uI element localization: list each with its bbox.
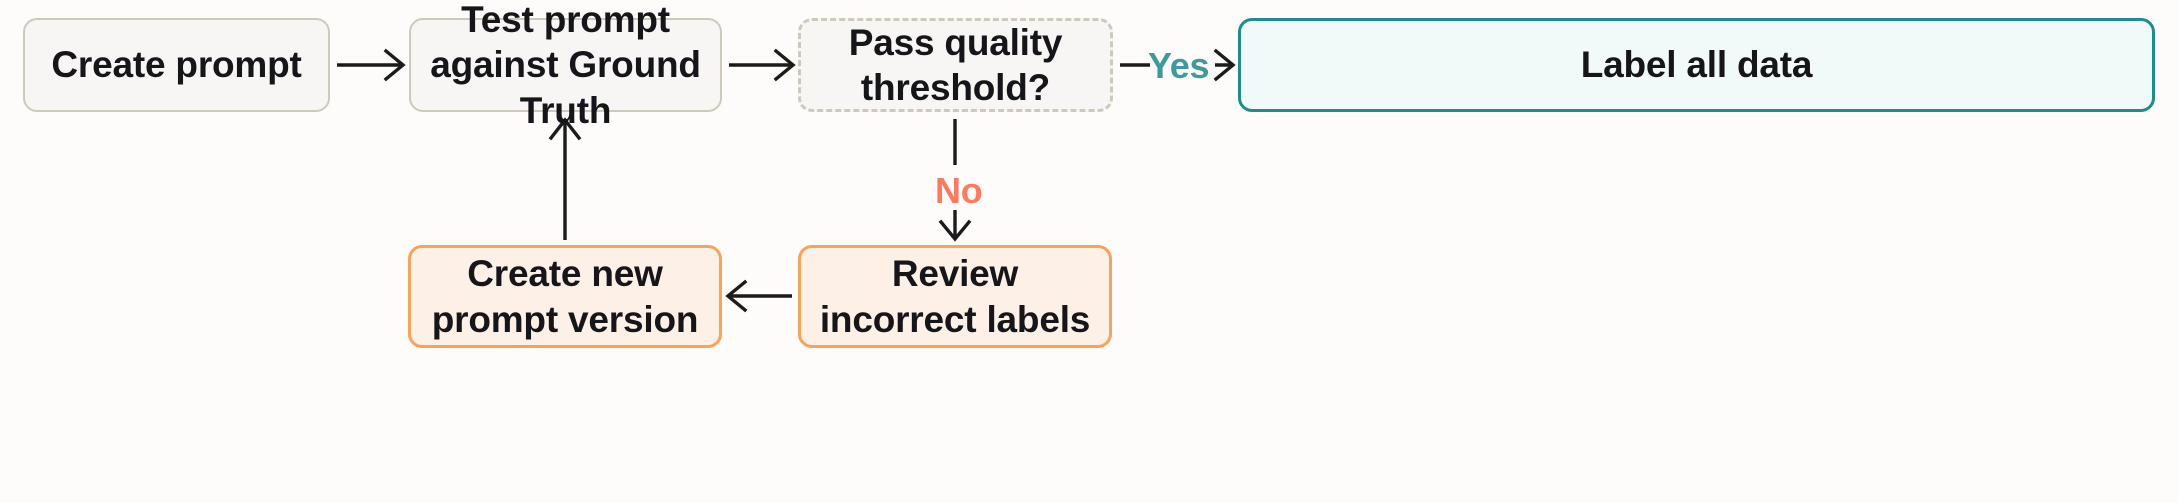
node-review-incorrect-labels-label: Review incorrect labels [819,253,1091,340]
edge-label-yes: Yes [1148,45,1210,86]
node-create-new-prompt-version-label: Create new prompt version [431,253,699,340]
node-test-prompt-label: Test prompt against Ground Truth [430,0,701,131]
node-pass-quality-threshold[interactable]: Pass quality threshold? [798,18,1113,112]
node-test-prompt[interactable]: Test prompt against Ground Truth [409,0,722,131]
node-label-all-data[interactable]: Label all data [1238,18,2155,112]
node-create-prompt[interactable]: Create prompt [23,18,330,112]
node-create-new-prompt-version[interactable]: Create new prompt version [408,245,722,348]
edge-label-no: No [935,170,983,211]
edge-create-new-version-to-test-prompt [548,117,582,240]
node-pass-quality-threshold-label: Pass quality threshold? [848,21,1063,108]
edge-test-prompt-to-pass-quality [729,48,796,82]
edge-review-labels-to-create-new-version [725,279,792,313]
node-create-prompt-label: Create prompt [51,44,302,86]
node-review-incorrect-labels[interactable]: Review incorrect labels [798,245,1112,348]
edge-create-prompt-to-test-prompt [337,48,406,82]
node-label-all-data-label: Label all data [1580,44,1813,86]
